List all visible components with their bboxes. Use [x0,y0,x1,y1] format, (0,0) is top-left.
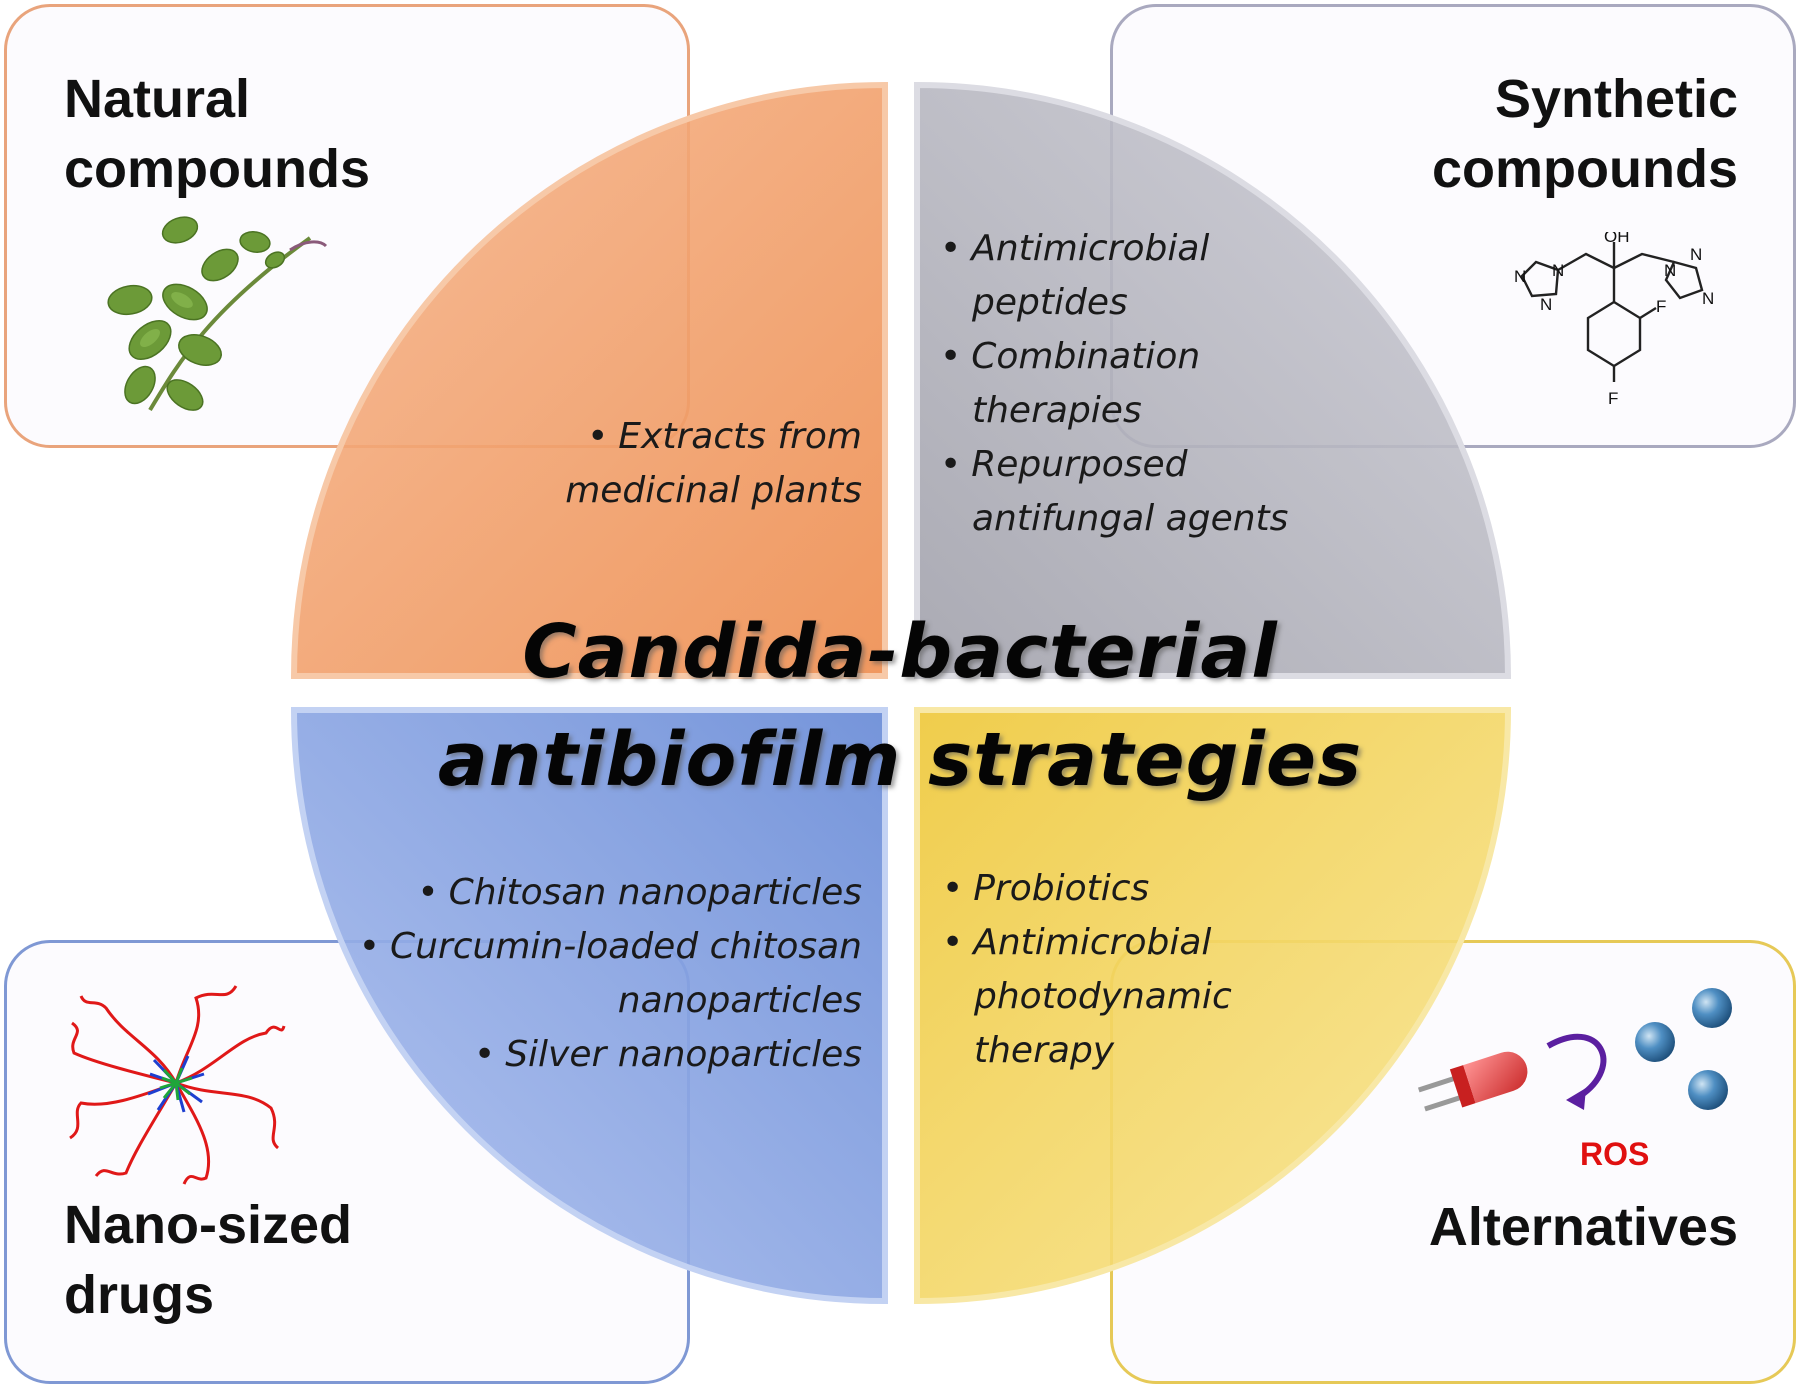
list-item: medicinal plants [565,470,862,511]
svg-text:N: N [1702,289,1714,308]
ros-label: ROS [1580,1136,1650,1172]
alternatives-quadrant [914,707,1512,1305]
svg-text:N: N [1514,267,1526,286]
svg-text:N: N [1690,245,1702,264]
polymer-nanoparticle-icon [69,985,286,1185]
natural-quadrant [290,81,888,679]
nano-quadrant [290,707,888,1305]
list-item: •Extracts from [587,416,862,457]
list-item: •Silver nanoparticles [473,1034,862,1075]
synthetic-compounds-title: Synthetic compounds [1432,69,1738,199]
natural-bullet-list: •Extracts from medicinal plants [450,410,862,518]
list-item: nanoparticles [617,980,862,1021]
svg-text:F: F [1656,297,1666,316]
nano-bullet-list: •Chitosan nanoparticles •Curcumin-loaded… [340,866,862,1082]
list-item: •Probiotics [942,868,1150,909]
fluconazole-structure-icon: OH F F N N N N N N [1514,232,1714,408]
list-item: •Chitosan nanoparticles [417,872,862,913]
list-item: •Curcumin-loaded chitosan [358,926,862,967]
svg-text:N: N [1552,261,1564,280]
svg-text:F: F [1608,389,1618,408]
oregano-plant-icon [107,216,328,412]
nano-sized-drugs-title: Nano-sized drugs [64,1195,353,1325]
svg-text:N: N [1540,295,1552,314]
alternatives-title: Alternatives [1428,1197,1738,1257]
svg-text:N: N [1664,261,1676,280]
natural-compounds-title: Natural compounds [64,69,370,199]
svg-text:OH: OH [1604,232,1630,246]
synthetic-quadrant [914,81,1512,679]
center-title: Candida-bacterial antibiofilm strategies [437,609,1363,803]
led-ros-icon [1417,988,1732,1112]
